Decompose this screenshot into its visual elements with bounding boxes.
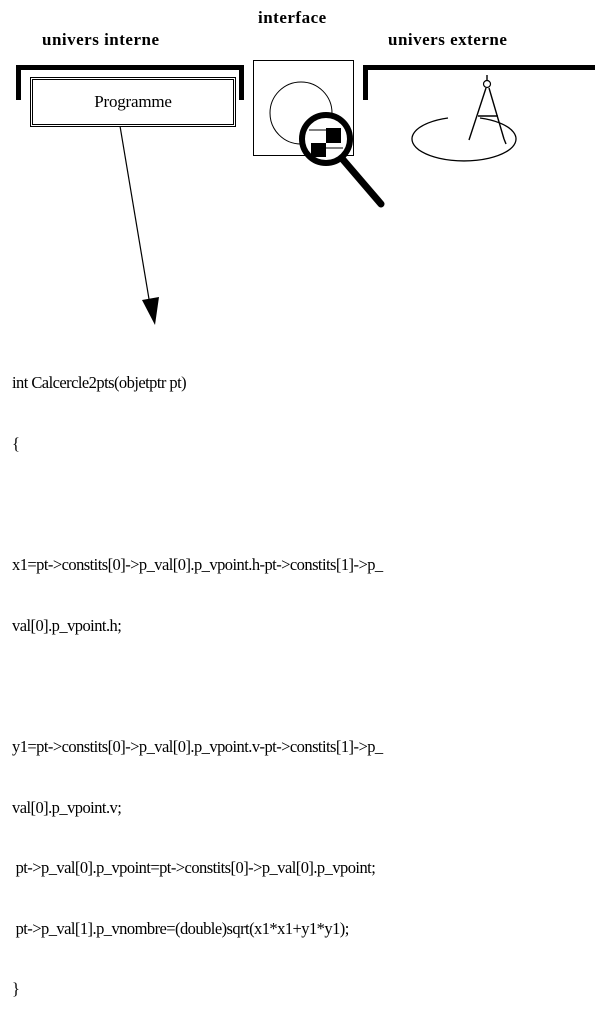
interface-frame [253, 60, 354, 156]
compass-drawing-circle-icon [411, 75, 517, 162]
program-box: Programme [30, 77, 236, 127]
program-label: Programme [94, 92, 172, 111]
program-to-code-arrow [119, 125, 159, 325]
code-line [12, 495, 595, 515]
internal-universe-bracket [16, 65, 244, 100]
code-line [12, 676, 595, 696]
code-line: val[0].p_vpoint.v; [12, 797, 122, 817]
diagram-canvas [16, 60, 595, 325]
internal-universe-heading: univers interne [42, 30, 160, 49]
code-line: x1=pt->constits[0]->p_val[0].p_vpoint.h-… [12, 555, 383, 575]
code-listing: int Calcercle2pts(objetptr pt) { x1=pt->… [12, 333, 595, 1020]
magnifying-glass-over-circle-icon [269, 81, 385, 208]
external-universe-bracket [363, 65, 595, 100]
interface-heading: interface [258, 8, 327, 27]
code-line: val[0].p_vpoint.h; [12, 615, 122, 635]
external-universe-heading: univers externe [388, 30, 508, 49]
code-line: } [12, 979, 20, 999]
code-line: pt->p_val[1].p_vnombre=(double)sqrt(x1*x… [12, 918, 350, 938]
code-line: pt->p_val[0].p_vpoint=pt->constits[0]->p… [12, 858, 376, 878]
code-line: int Calcercle2pts(objetptr pt) [12, 373, 187, 393]
code-line: y1=pt->constits[0]->p_val[0].p_vpoint.v-… [12, 736, 383, 756]
code-line: { [12, 434, 20, 453]
